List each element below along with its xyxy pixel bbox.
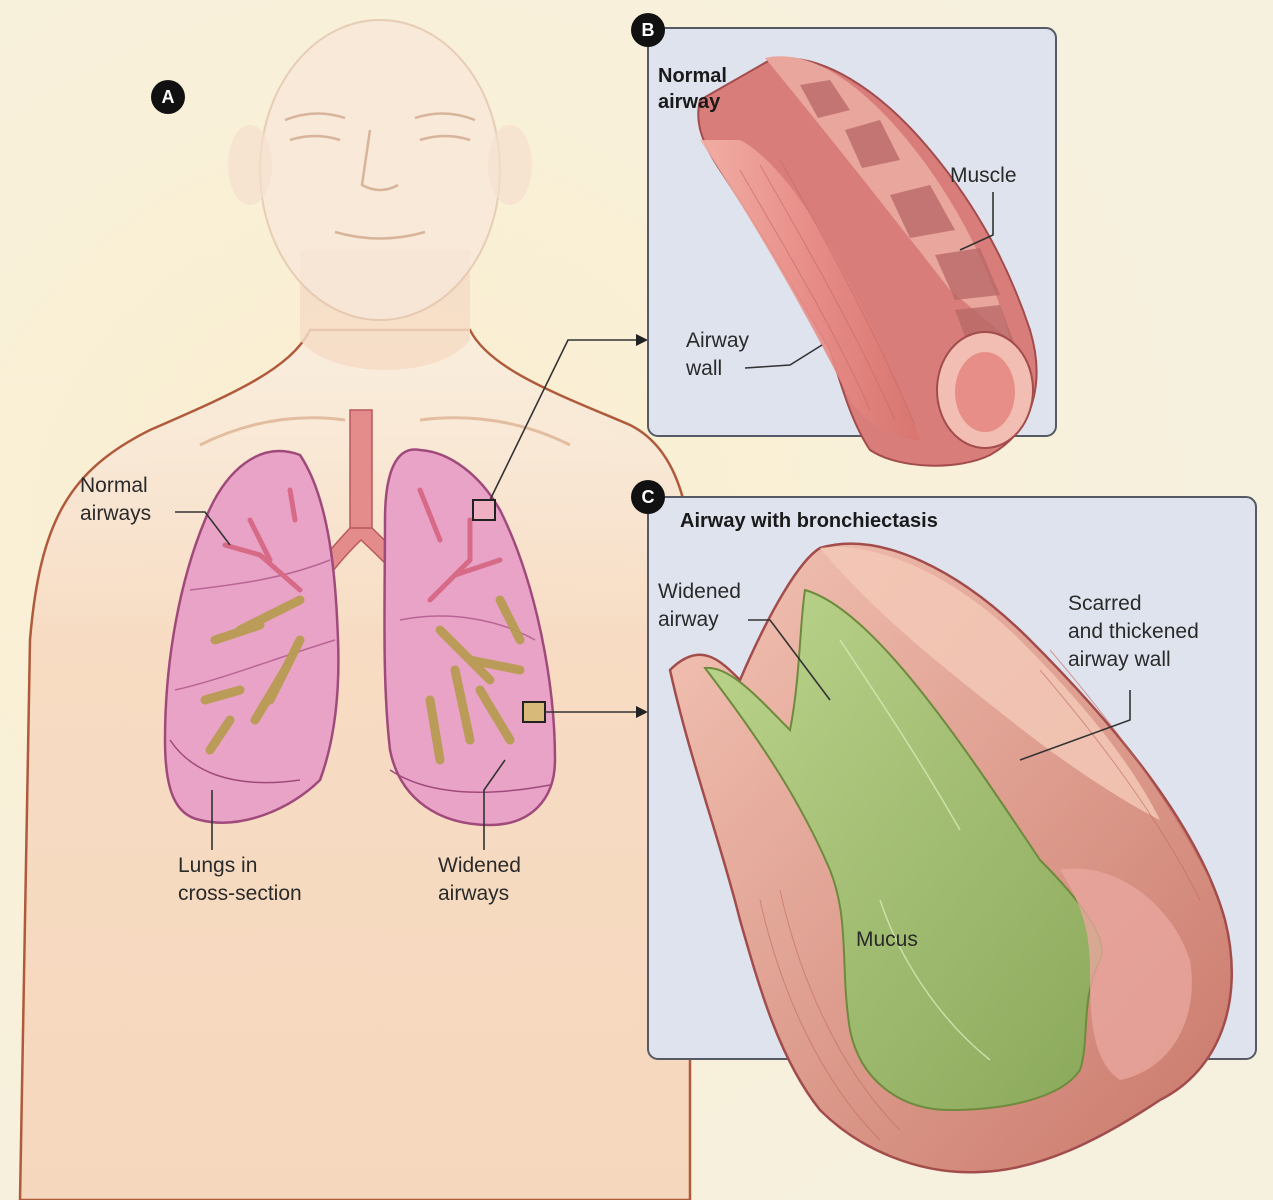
body-figure [18,19,694,1200]
zoom-box-normal [472,499,496,521]
zoom-box-widened [522,701,546,723]
panel-c: Airway with bronchiectasis Widened airwa… [647,496,1257,1174]
label-widened-airways: Widened airways [438,759,521,905]
panel-c-title: Airway with bronchiectasis [680,510,938,532]
label-scarred-line2: and thickened [1068,620,1199,643]
label-scarred-line3: airway wall [1068,648,1171,671]
label-widened-airway-line1: Widened [658,580,741,603]
arrow-to-panel-c [636,706,648,718]
label-normal-airways: Normal airways [80,474,231,546]
label-airway-wall-line2: wall [685,357,722,380]
label-muscle: Muscle [950,164,1017,187]
badge-a: A [151,80,185,114]
badge-a-text: A [162,87,175,107]
right-ear [488,125,532,205]
label-lungs-line1: Lungs in [178,854,257,877]
label-widened-airways-line1: Widened [438,854,521,877]
left-ear [228,125,272,205]
badge-b: B [631,13,665,47]
badge-b-text: B [642,20,655,40]
label-scarred-line1: Scarred [1068,592,1142,615]
trachea [349,409,373,531]
leader-airway-wall [744,344,823,369]
leader-muscle [959,192,994,251]
label-airway-wall-line1: Airway [686,329,750,352]
bronchiectasis-airway [668,542,1233,1174]
label-lungs: Lungs in cross-section [178,790,302,905]
left-lung [163,449,340,824]
leader-scarred [1019,690,1131,761]
normal-airway-tube [697,56,1038,467]
label-normal-airways-line2: airways [80,502,151,525]
left-collarbone [199,416,346,447]
label-lungs-line2: cross-section [178,882,302,905]
panel-b-title-line1: Normal [658,65,727,87]
right-collarbone [419,416,571,447]
label-mucus: Mucus [856,928,918,951]
arrow-to-panel-b [636,334,648,346]
face-features [284,112,476,240]
connector-to-panel-b [489,339,636,501]
leader-widened-airway [748,619,831,701]
label-normal-airways-line1: Normal [80,474,148,497]
badge-c-text: C [642,487,655,507]
right-lung [383,448,557,827]
panel-b: Normal airway Muscle Airway wall [647,27,1057,467]
label-widened-airway-line2: airway [658,608,719,631]
head [259,19,501,321]
label-widened-airways-line2: airways [438,882,509,905]
panel-b-title-line2: airway [658,91,721,113]
badge-c: C [631,480,665,514]
